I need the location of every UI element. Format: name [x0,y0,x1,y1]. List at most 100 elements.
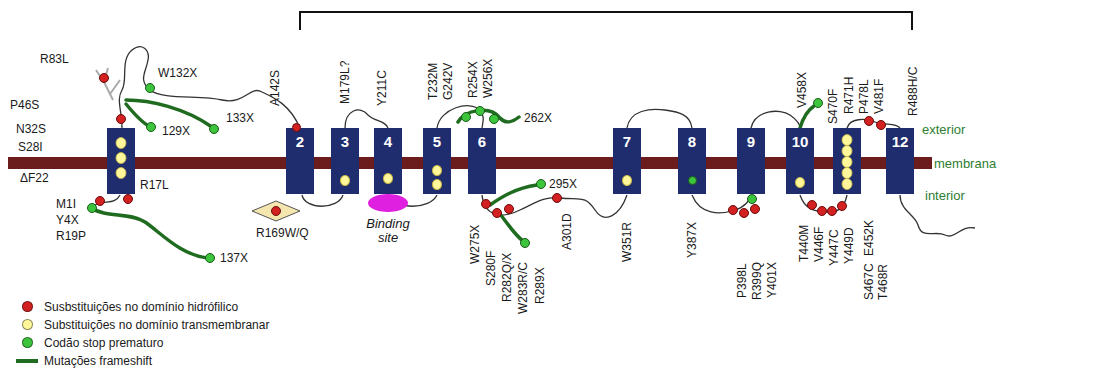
hydrophilic-substitution-dot [729,206,738,215]
transmembrane-segment: 12 [886,128,914,194]
transmembrane-substitution-dot [383,173,393,184]
mutation-label: R254X [466,61,480,98]
hydrophilic-substitution-dot [505,205,514,214]
mutation-label: ΔF22 [20,171,49,185]
mutation-label: R169W/Q [256,226,309,240]
mutation-label: W275X [468,225,482,264]
mutation-label: P46S [10,98,39,112]
legend-text: Substituições no domínio transmembranar [44,318,269,332]
mutation-label: V446F [812,227,826,262]
legend-text: Codão stop prematuro [44,336,163,350]
mutation-label: T440M [797,225,811,262]
transmembrane-substitution-dot [340,175,350,186]
segment-number: 8 [688,133,696,151]
region-label: membrana [932,156,998,171]
mutation-label: V481F [872,79,886,114]
mutation-label: A301D [560,213,574,250]
hydrophilic-substitution-dot [828,207,837,216]
hydrophilic-substitution-dot [482,200,491,209]
segment-number: 4 [384,133,392,151]
transmembrane-substitution-dot [842,179,852,190]
hydrophilic-substitution-dot [96,197,105,206]
frameshift-segments [92,100,814,258]
mutation-label: 137X [220,251,248,265]
segment-number: 6 [478,133,486,151]
extracellular-loop [751,111,800,128]
intracellular-loop [302,195,343,206]
legend-line-sample [16,359,38,363]
stop-codon-dot [462,113,471,122]
transmembrane-substitution-dot [432,179,442,190]
stop-codon-dot [88,204,97,213]
mutation-label: Y4X [56,213,79,227]
mutation-label: R83L [40,52,69,66]
n-terminus [95,195,120,205]
hydrophilic-substitution-dot [751,205,760,214]
mutation-label: R17L [140,178,169,192]
transmembrane-segment [833,128,861,194]
transmembrane-substitution-dot [842,146,852,157]
stop-codon-dot [521,239,530,248]
transmembrane-segment: 7 [613,128,641,194]
transmembrane-segment: 9 [737,128,765,194]
hydrophilic-substitution-dot [292,123,301,132]
frameshift-line [800,106,814,128]
bracket [300,12,912,30]
mutation-label: R19P [56,229,86,243]
mutation-label: 133X [226,111,254,125]
mutation-label: 129X [162,124,190,138]
hydrophilic-substitution-dot [740,209,749,218]
mutation-label: R471H [842,77,856,114]
frameshift-line [92,208,208,258]
mutation-label: S470F [826,89,840,124]
mutation-label: Y211C [375,70,389,106]
mutation-label: Y447C [827,229,841,266]
transmembrane-segment: 6 [468,128,496,194]
extracellular-loop [345,110,388,128]
mutation-label: Y387X [685,222,699,258]
stop-codon-dot [490,115,499,124]
hydrophilic-substitution-dot [272,207,281,216]
extracellular-loop [119,47,300,128]
mutation-label: R282Q/X [500,253,514,302]
transmembrane-substitution-dot [116,138,126,149]
extracellular-loop [627,109,692,128]
diamond-symbol [252,201,300,221]
mutation-label: R399Q [750,262,764,300]
segment-number: 7 [623,133,631,151]
stop-codon-dot [146,84,155,93]
mutation-label: W132X [158,66,197,80]
legend-text: Susbstituições no domínio hidrófilico [44,300,238,314]
frameshift-line [500,214,523,241]
binding-site-ellipse [368,194,408,212]
mutation-label: P398L [735,263,749,298]
mutation-label: M179L? [338,61,352,104]
mutation-label: 262X [524,111,552,125]
transmembrane-substitution-dot [795,177,805,188]
mutation-label: R488H/C [906,67,920,116]
loops [95,47,975,236]
transmembrane-substitution-dot [116,168,126,179]
transmembrane-segment: 2 [286,128,314,194]
mutation-label: G242V [441,63,455,100]
mutation-label: N32S [16,122,46,136]
mutation-label: 295X [549,177,577,191]
hydrophilic-substitution-dot [865,117,874,126]
transmembrane-substitution-dot [116,153,126,164]
frameshift-line [126,100,212,127]
stop-codon-dot [147,123,156,132]
frameshift-line [490,185,537,205]
segment-number: 3 [341,133,349,151]
legend-swatch [22,337,33,348]
hydrophilic-substitution-dot [877,121,886,130]
segment-number: 10 [792,133,809,151]
mutation-label: W283R/C [516,262,530,314]
transmembrane-substitution-dot [842,157,852,168]
transmembrane-segment: 8 [678,128,706,194]
stop-codon-dot [537,180,546,189]
mutation-label: Y449D [842,227,856,264]
transmembrane-segment: 10 [786,128,814,194]
mutation-label: W351R [620,222,634,262]
hydrophilic-substitution-dot [553,194,562,203]
